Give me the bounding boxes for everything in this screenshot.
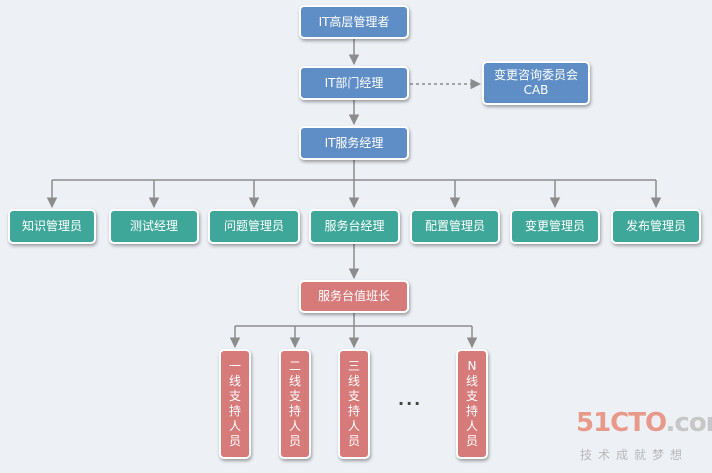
node-role-release-manager: 发布管理员 <box>611 209 701 244</box>
node-it-dept-manager: IT部门经理 <box>299 66 409 100</box>
support-char: 支 <box>347 389 360 403</box>
node-role-service-desk-manager: 服务台经理 <box>309 209 400 244</box>
support-char: 支 <box>465 389 478 403</box>
watermark-logo: 51CTO.com <box>576 408 712 438</box>
support-char: 员 <box>228 434 241 448</box>
node-role-problem-manager: 问题管理员 <box>208 209 300 244</box>
support-char: 线 <box>465 374 478 388</box>
watermark-slogan: 技术成就梦想 <box>580 448 689 462</box>
node-role-configuration-manager: 配置管理员 <box>410 209 500 244</box>
support-char: 支 <box>288 389 301 403</box>
support-char: 员 <box>288 434 301 448</box>
ellipsis-more-lines: ... <box>398 390 423 409</box>
node-role-test-manager: 测试经理 <box>109 209 199 244</box>
node-role-label: 变更管理员 <box>524 219 585 233</box>
support-char: 三 <box>347 359 360 373</box>
node-support-line-1: 一线支持人员 <box>219 349 251 459</box>
support-char: 线 <box>347 374 360 388</box>
support-char: 一 <box>228 359 241 373</box>
support-char: 支 <box>228 389 241 403</box>
node-it-top-manager: IT高层管理者 <box>299 5 409 39</box>
support-char: N <box>467 359 477 373</box>
node-desk-shift-leader-label: 服务台值班长 <box>317 289 390 303</box>
support-char: 持 <box>347 404 360 418</box>
node-desk-shift-leader: 服务台值班长 <box>299 280 409 313</box>
node-cab-label-line1: 变更咨询委员会 <box>493 68 578 82</box>
support-char: 持 <box>288 404 301 418</box>
node-role-label: 发布管理员 <box>625 219 686 233</box>
node-it-service-manager: IT服务经理 <box>299 126 409 160</box>
support-char: 人 <box>288 419 301 433</box>
node-role-label: 配置管理员 <box>424 219 485 233</box>
support-char: 持 <box>228 404 241 418</box>
node-role-label: 问题管理员 <box>223 219 284 233</box>
support-char: 人 <box>228 419 241 433</box>
support-char: 员 <box>347 434 360 448</box>
watermark-brand-suffix: .com <box>665 408 712 438</box>
node-support-line-2: 二线支持人员 <box>279 349 311 459</box>
support-char: 二 <box>288 359 301 373</box>
node-role-change-manager: 变更管理员 <box>510 209 600 244</box>
watermark-brand: 51CTO <box>576 408 667 438</box>
node-support-line-3: 三线支持人员 <box>338 349 370 459</box>
node-it-top-manager-label: IT高层管理者 <box>318 14 390 29</box>
support-char: 人 <box>347 419 360 433</box>
node-cab: 变更咨询委员会 CAB <box>482 61 590 105</box>
node-it-service-manager-label: IT服务经理 <box>324 135 384 150</box>
support-char: 线 <box>288 374 301 388</box>
node-role-label: 知识管理员 <box>21 219 82 233</box>
support-char: 持 <box>465 404 478 418</box>
node-role-label: 服务台经理 <box>324 219 385 233</box>
support-char: 员 <box>465 434 478 448</box>
node-cab-label-line2: CAB <box>523 83 549 97</box>
node-role-label: 测试经理 <box>129 219 178 233</box>
node-role-knowledge-manager: 知识管理员 <box>8 209 96 244</box>
node-it-dept-manager-label: IT部门经理 <box>324 75 384 90</box>
support-char: 人 <box>465 419 478 433</box>
support-char: 线 <box>228 374 241 388</box>
